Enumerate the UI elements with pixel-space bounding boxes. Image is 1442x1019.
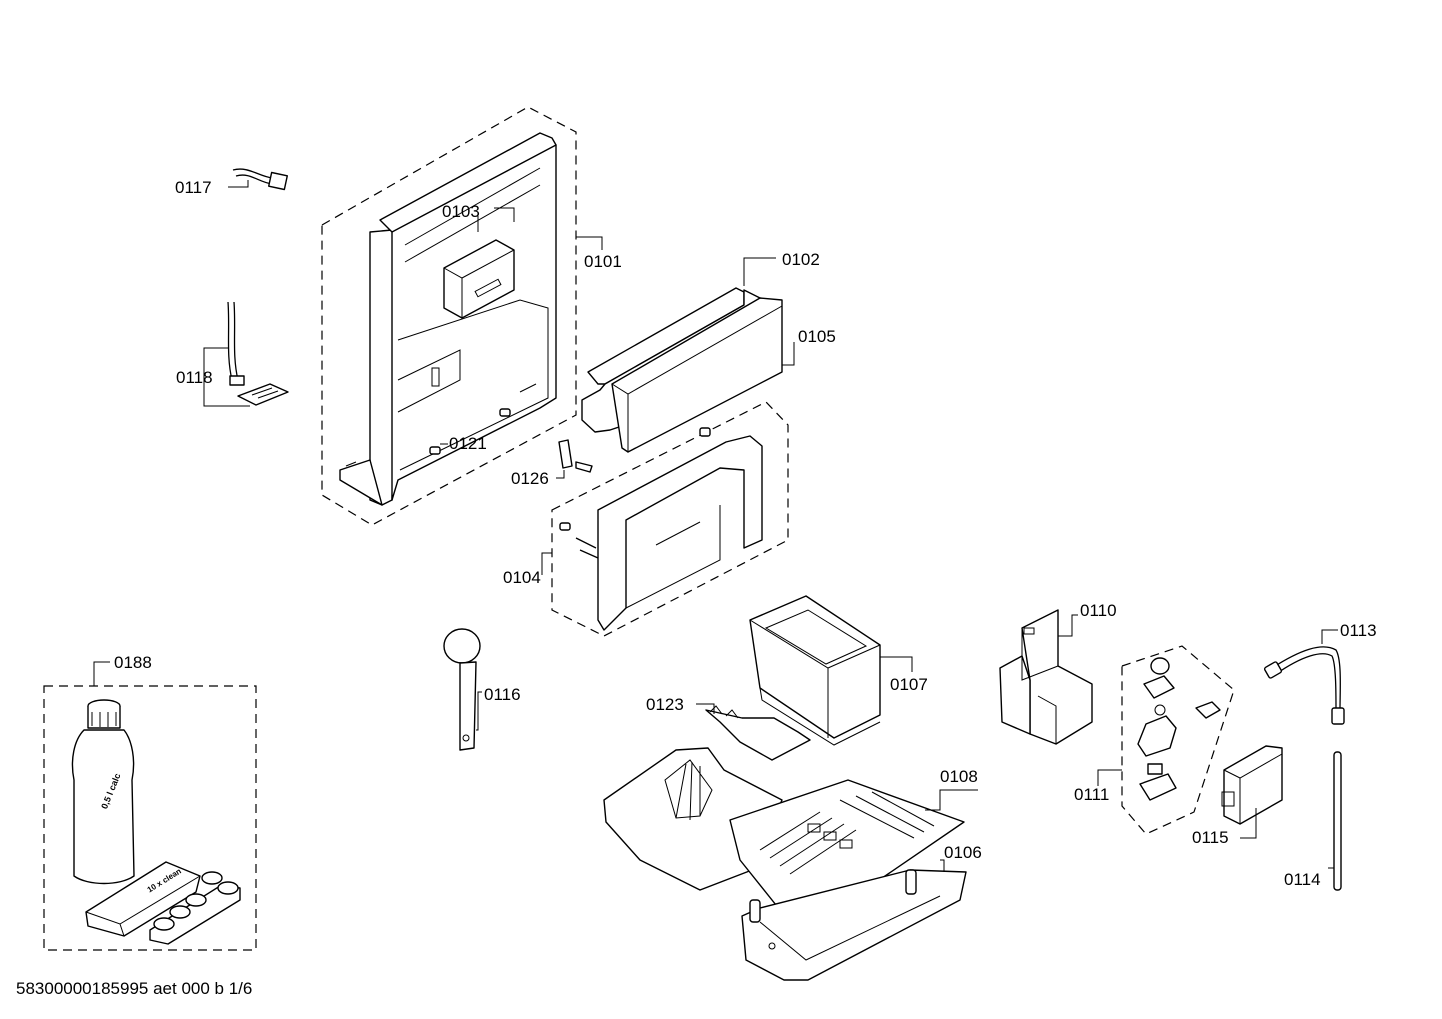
label-0104: 0104 (503, 568, 541, 587)
leader-0102 (743, 257, 776, 286)
leader-0126 (556, 470, 565, 479)
leader-0115 (1240, 808, 1257, 839)
leader-0103-b (494, 207, 515, 222)
group-0111-outline (1121, 645, 1235, 835)
label-0123: 0123 (646, 695, 684, 714)
leader-0106 (940, 859, 945, 872)
leader-0117 (228, 180, 249, 188)
label-0111: 0111 (1074, 785, 1109, 804)
group-0101-outline (321, 106, 577, 526)
leader-0104 (541, 552, 552, 575)
part-0111-valve (1137, 657, 1221, 801)
part-0115-module (1221, 745, 1283, 825)
leader-0107 (880, 656, 913, 672)
part-0188-descaler-bottle: 0,5 l calc (71, 699, 135, 885)
label-0118: 0118 (176, 368, 213, 387)
label-0188: 0188 (114, 653, 152, 672)
part-0106-drip-base (741, 869, 967, 981)
label-0116: 0116 (484, 685, 521, 704)
part-0114-rod (1333, 751, 1342, 891)
label-0105: 0105 (798, 327, 836, 346)
leader-0101 (576, 236, 603, 250)
label-0110: 0110 (1080, 601, 1117, 620)
label-0113: 0113 (1340, 621, 1377, 640)
part-0104-chute (559, 427, 763, 631)
part-0123-lever (705, 705, 811, 761)
group-0104-outline (551, 401, 789, 637)
leader-0105 (782, 342, 795, 366)
leader-0116 (476, 691, 482, 731)
part-0126-clip (558, 439, 593, 473)
part-0107-container (749, 595, 881, 746)
leader-0108 (925, 789, 978, 811)
leader-0111 (1097, 769, 1122, 786)
leader-0118 (203, 347, 250, 407)
group-0188-outline (43, 685, 257, 951)
part-0121-pins (429, 408, 511, 455)
label-0107: 0107 (890, 675, 928, 694)
part-0117-cable (232, 168, 288, 191)
leader-0110 (1058, 614, 1078, 637)
part-0110-bracket (999, 609, 1093, 745)
label-0114: 0114 (1284, 870, 1321, 889)
label-0103: 0103 (442, 202, 480, 221)
part-0101-frame (339, 132, 557, 506)
part-0118-sensor (227, 301, 289, 406)
label-0115: 0115 (1192, 828, 1229, 847)
document-footer-code: 58300000185995 aet 000 b 1/6 (16, 979, 253, 998)
leader-0123 (696, 703, 715, 714)
part-0105-cover (611, 297, 783, 453)
part-0116-spoon (443, 628, 481, 751)
leader-0188 (93, 661, 110, 686)
label-0117: 0117 (175, 178, 212, 197)
label-0108: 0108 (940, 767, 978, 786)
label-0102: 0102 (782, 250, 820, 269)
leader-0113 (1321, 629, 1338, 644)
part-0113-hose (1263, 646, 1345, 725)
part-0188-cleaning-tablets: 10 x clean (85, 861, 241, 945)
label-0101: 0101 (584, 252, 622, 271)
label-0106: 0106 (944, 843, 982, 862)
label-0121: 0121 (449, 434, 487, 453)
label-0126: 0126 (511, 469, 549, 488)
